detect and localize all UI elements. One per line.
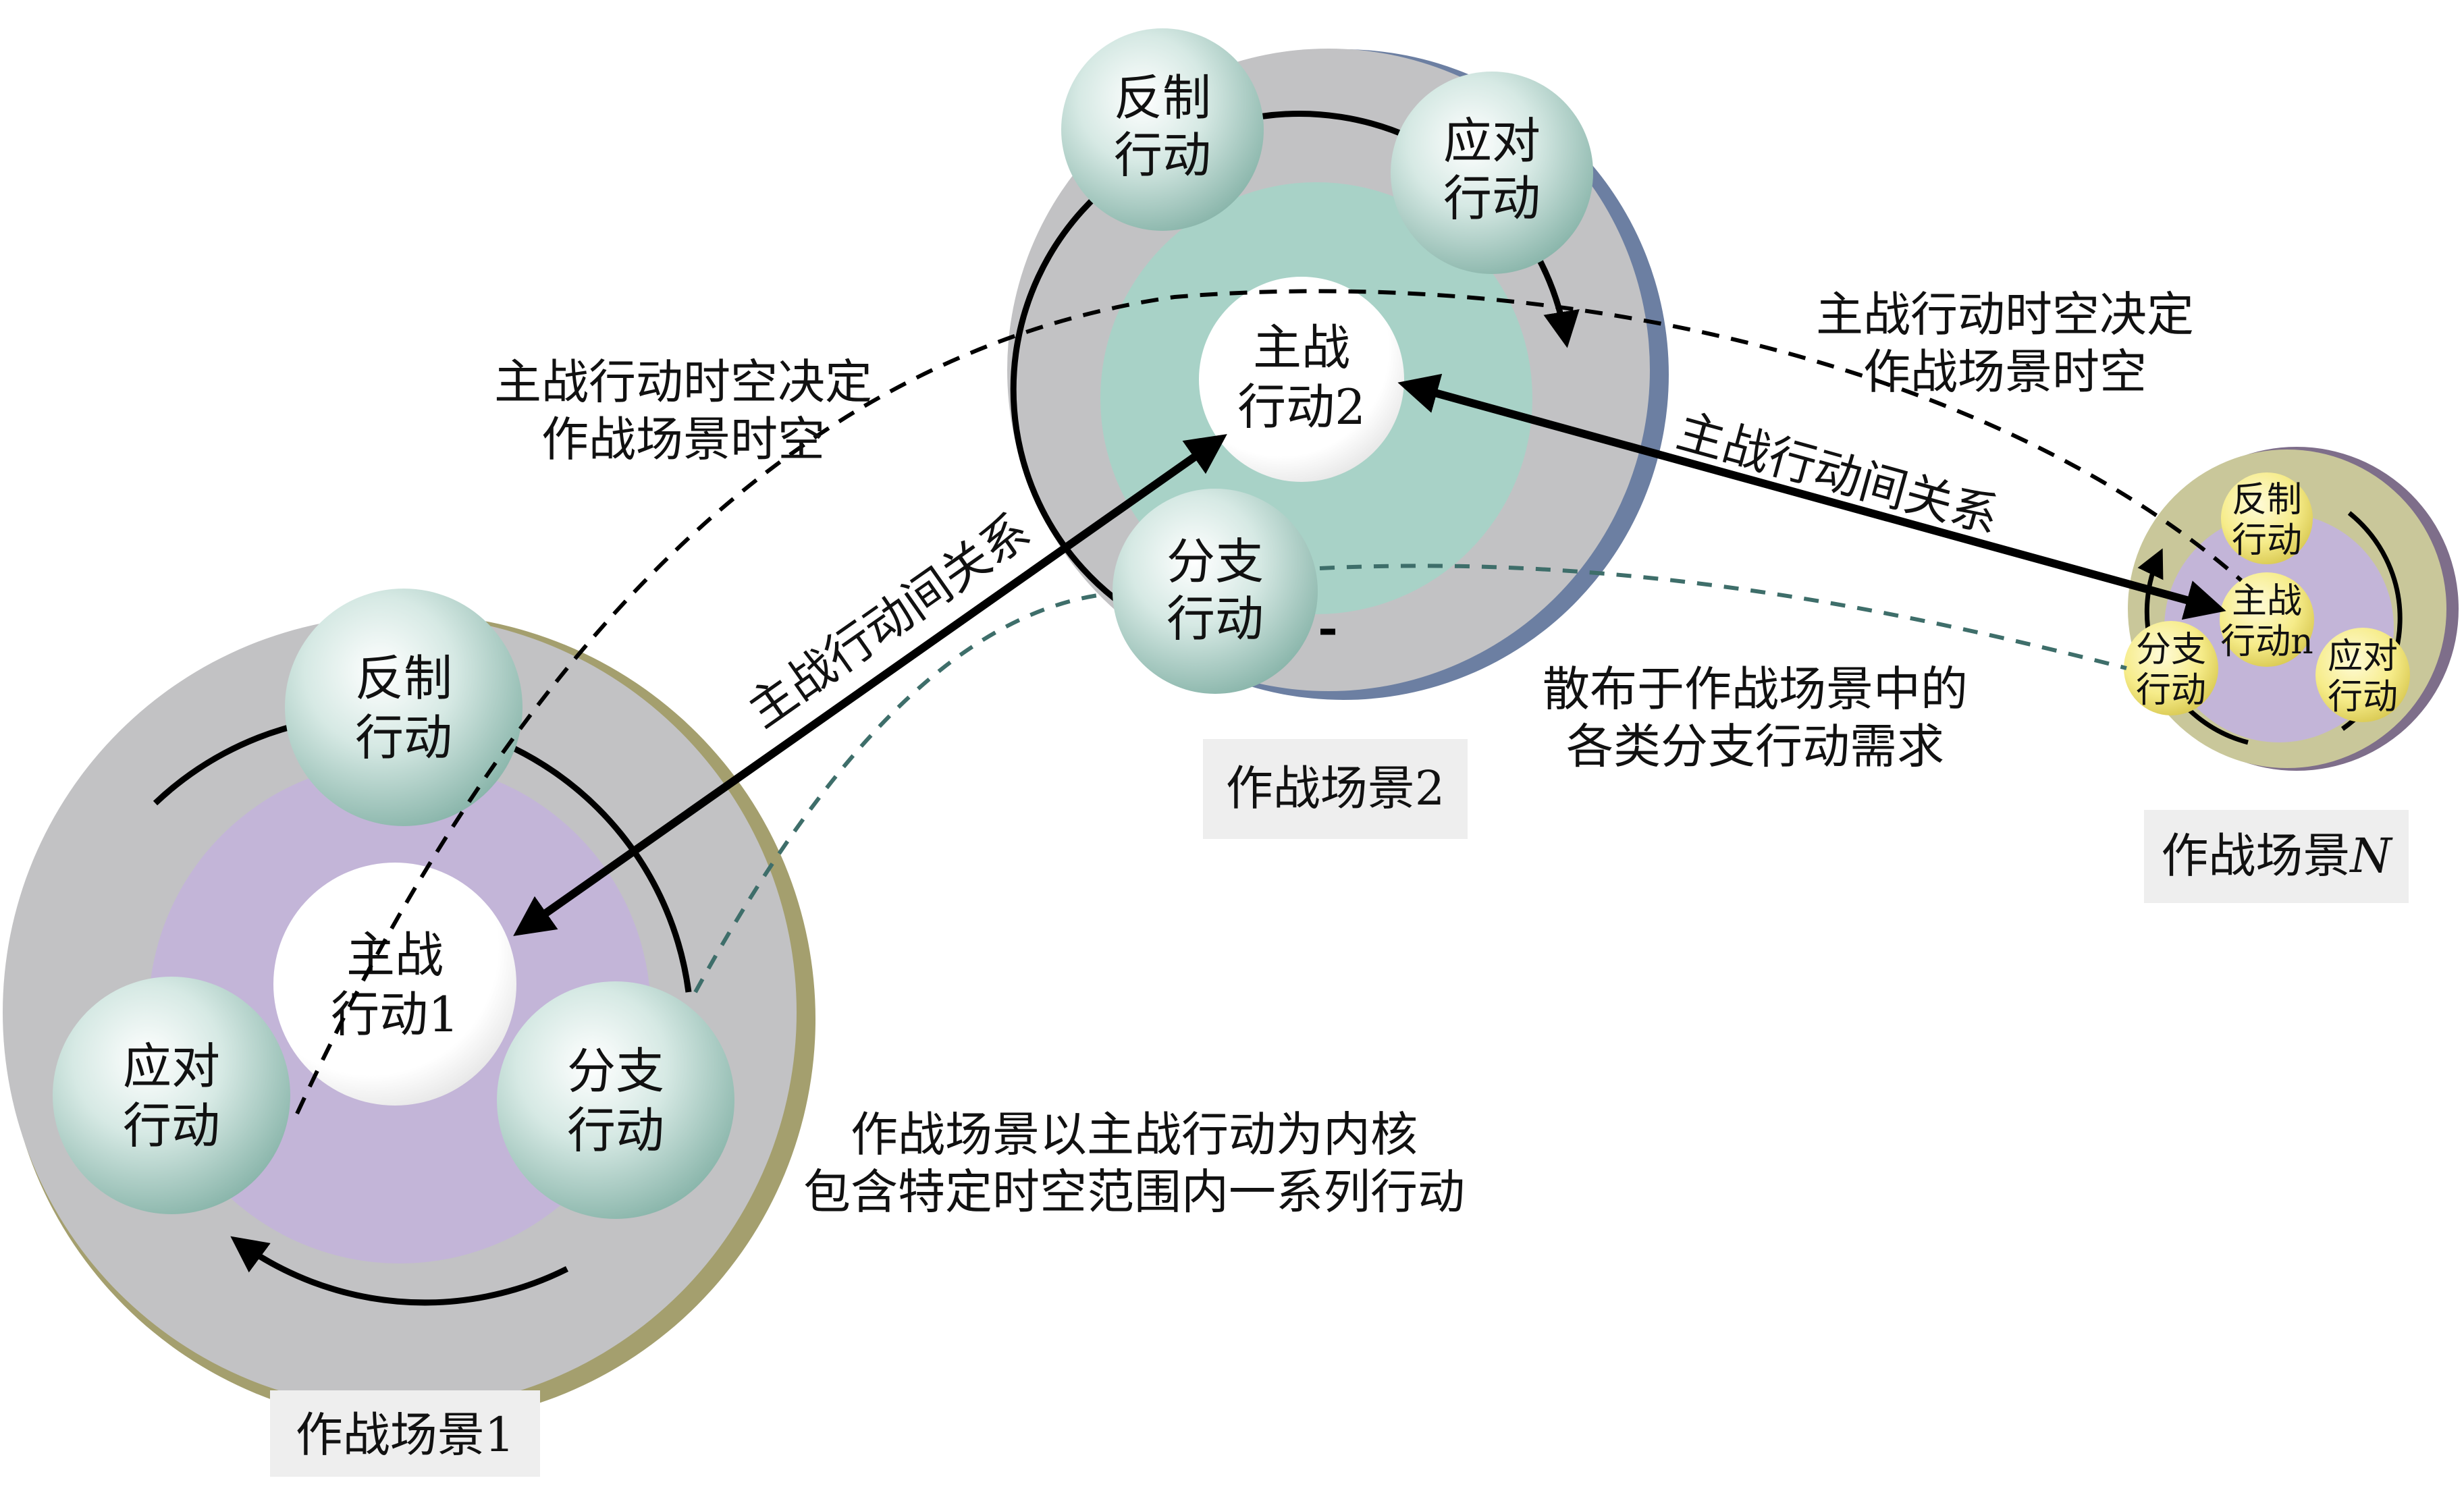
scene1-label-text: 作战场景1 [296,1407,515,1463]
scene2-counter-line2: 行动 [1114,127,1211,184]
sceneN-label-var: N [2349,828,2393,883]
sceneN-branch-line2: 行动 [2136,670,2206,711]
scene-n: 反制 行动 分支 行动 应对 行动 主战 行动n [2124,447,2459,771]
scene2-branch-node: 分支 行动 [1113,489,1318,694]
relation-arrow-left [513,434,1227,936]
sceneN-branch-circle [2124,621,2218,715]
scene2-label-text: 作战场景2 [1226,761,1445,816]
scene1-counter-line2: 行动 [355,709,452,766]
scene1-arc-bottom [230,1236,569,1306]
scene1-respond-line1: 应对 [123,1038,220,1095]
scene2-counter-node: 反制 行动 [1061,28,1264,231]
scene1-branch-line1: 分支 [567,1043,664,1099]
scene2-main-circle [1199,277,1404,482]
sceneN-counter-node: 反制 行动 [2221,472,2313,564]
scene2-main-node: 主战 行动2 [1199,277,1404,482]
scene1-main-node: 主战 行动1 [273,863,516,1106]
sceneN-counter-line2: 行动 [2232,520,2302,561]
sceneN-label-text: 作战场景N [2161,828,2393,883]
scene2-label-bg [1203,739,1468,839]
scene1-respond-circle [53,977,290,1214]
scene1-main-circle [273,863,516,1106]
scene1-counter-circle [285,589,523,826]
annotation-branch-demand: 散布于作战场景中的 各类分支行动需求 [1543,661,1968,774]
scene1-respond-line2: 行动 [123,1097,220,1154]
sceneN-main-node: 主战 行动n [2220,572,2314,667]
sceneN-counter-line1: 反制 [2232,480,2302,520]
scene-2: 反制 行动 应对 行动 分支 行动 主战 行动2 [1007,28,1669,700]
scene2-main-line2: 行动2 [1237,379,1366,435]
right-spacetime-line1: 主战行动时空决定 [1816,287,2194,342]
scene1-main-line1: 主战 [346,927,444,983]
scene1-respond-node: 应对 行动 [53,977,290,1214]
scene2-label: 作战场景2 [1203,739,1468,839]
scene2-counter-circle [1061,28,1264,231]
sceneN-label: 作战场景N [2144,810,2409,903]
relation-label-left: 主战行动间关系 [738,503,1040,738]
scene2-branch-line2: 行动 [1167,591,1264,647]
branch-dashed-curve-right [1319,564,2127,670]
sceneN-branch-node: 分支 行动 [2124,621,2218,715]
sceneN-respond-node: 应对 行动 [2315,628,2410,722]
annotation-right-spacetime: 主战行动时空决定 作战场景时空 [1816,287,2194,400]
scene1-label: 作战场景1 [270,1390,540,1477]
right-spacetime-line2: 作战场景时空 [1863,344,2147,400]
scene1-branch-circle [497,981,734,1219]
sceneN-main-line1: 主战 [2232,581,2302,622]
scene2-branch-line1: 分支 [1167,533,1264,590]
sceneN-label-bg [2144,810,2409,903]
left-spacetime-line2: 作战场景时空 [541,412,825,467]
sceneN-respond-line1: 应对 [2328,636,2398,677]
scene1-label-bg [270,1390,540,1477]
scene2-respond-circle [1391,72,1593,274]
scene2-main-line1: 主战 [1253,319,1350,376]
scene-core-line2: 包含特定时空范围内一系列行动 [803,1164,1465,1220]
scene2-respond-line1: 应对 [1443,113,1541,169]
sceneN-counter-circle [2221,472,2313,564]
sceneN-branch-line1: 分支 [2136,630,2206,670]
scene-1: 反制 行动 应对 行动 分支 行动 主战 行动1 [3,589,815,1424]
relation-arrow-right [1397,373,2226,620]
sceneN-main-circle [2220,572,2314,667]
branch-demand-line1: 散布于作战场景中的 [1543,661,1968,717]
sceneN-respond-circle [2315,628,2410,722]
scene-core-line1: 作战场景以主战行动为内核 [851,1107,1418,1162]
scene1-branch-node: 分支 行动 [497,981,734,1219]
scene1-counter-line1: 反制 [355,650,452,707]
annotation-left-spacetime: 主战行动时空决定 作战场景时空 [494,354,872,467]
annotation-scene-core: 作战场景以主战行动为内核 包含特定时空范围内一系列行动 [803,1107,1465,1220]
scene1-branch-line2: 行动 [567,1102,664,1159]
scene2-respond-node: 应对 行动 [1391,72,1593,274]
sceneN-main-line2: 行动n [2220,622,2313,662]
scene2-counter-line1: 反制 [1114,70,1211,126]
sceneN-respond-line2: 行动 [2328,677,2398,717]
sceneN-label-prefix: 作战场景 [2161,828,2350,883]
scene1-main-line2: 行动1 [331,986,459,1043]
scene2-respond-line2: 行动 [1443,170,1541,227]
left-spacetime-line1: 主战行动时空决定 [494,354,872,410]
branch-demand-line2: 各类分支行动需求 [1566,719,1944,774]
scene1-counter-node: 反制 行动 [285,589,523,826]
